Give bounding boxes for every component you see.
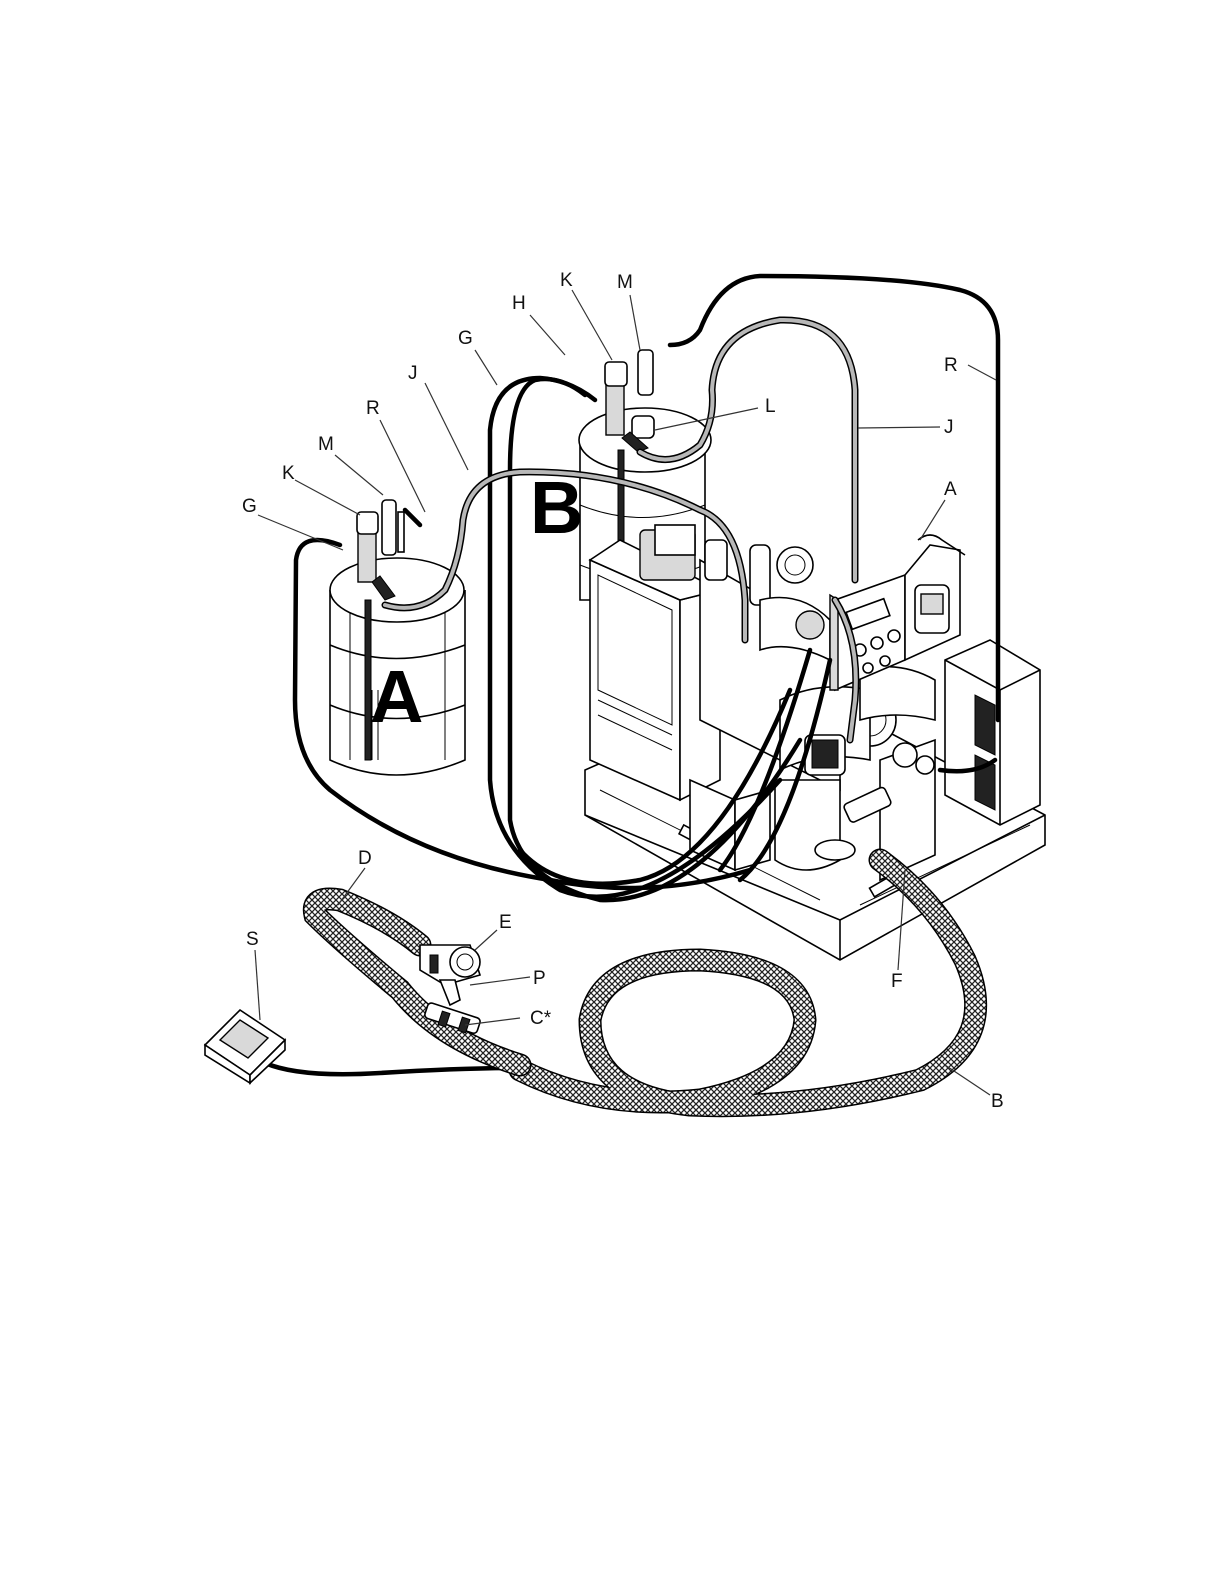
- callout-s: S: [246, 929, 259, 950]
- callout-h: H: [512, 293, 526, 314]
- callout-k-drum-a: K: [282, 463, 295, 484]
- callout-g-drum-b: G: [458, 328, 473, 349]
- drum-a-letter: A: [370, 655, 423, 738]
- spray-gun: [420, 945, 480, 1005]
- callout-g-drum-a: G: [242, 496, 257, 517]
- callout-e: E: [499, 912, 512, 933]
- callout-a-proportioner: A: [944, 479, 957, 500]
- callout-j-drum-b: J: [944, 417, 954, 438]
- proportioner-unit: [585, 525, 1045, 960]
- callout-j-drum-a: J: [408, 363, 418, 384]
- callout-f: F: [891, 971, 903, 992]
- callout-l: L: [765, 396, 776, 417]
- callout-p: P: [533, 968, 546, 989]
- callout-b-hose: B: [991, 1091, 1004, 1112]
- remote-display-module: [205, 1010, 285, 1083]
- callout-m-drum-a: M: [318, 434, 334, 455]
- callout-c-star: C*: [530, 1008, 552, 1029]
- drum-b-letter: B: [530, 466, 583, 549]
- callout-m-drum-b: M: [617, 272, 633, 293]
- callout-d: D: [358, 848, 372, 869]
- callout-k-drum-b: K: [560, 270, 573, 291]
- callout-r-drum-a: R: [366, 398, 380, 419]
- callout-r-drum-b: R: [944, 355, 958, 376]
